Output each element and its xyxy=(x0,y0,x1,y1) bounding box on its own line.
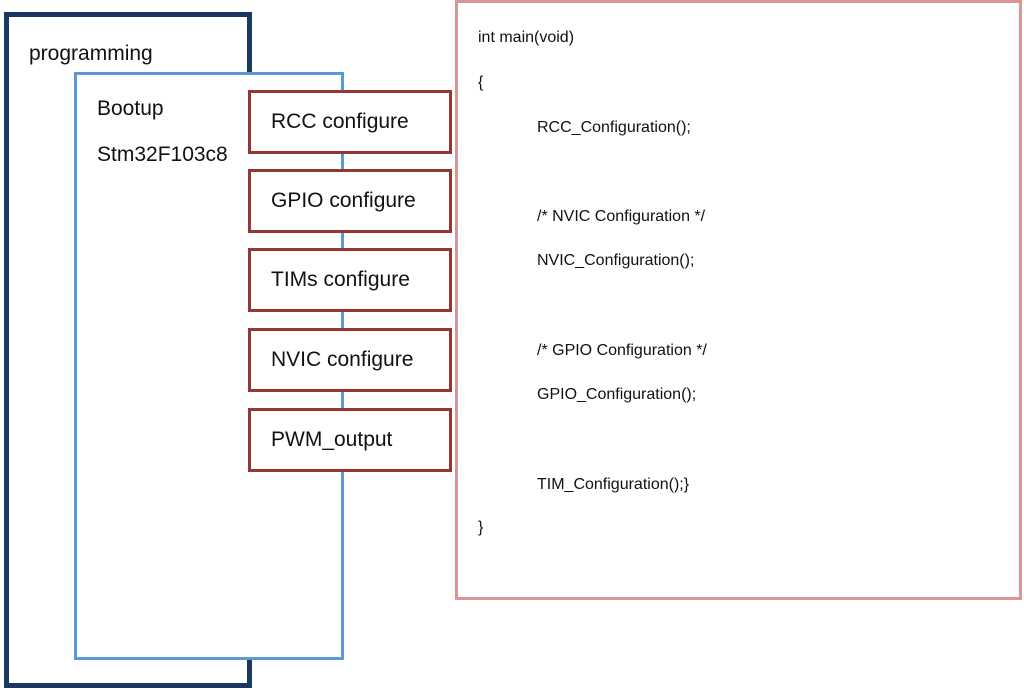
code-line-rcc: RCC_Configuration(); xyxy=(537,119,691,136)
code-line-gpio-comment: /* GPIO Configuration */ xyxy=(537,342,707,359)
code-line-nvic-comment: /* NVIC Configuration */ xyxy=(537,208,706,225)
step-rcc-configure: RCC configure xyxy=(248,90,452,154)
code-line-tim: TIM_Configuration();} xyxy=(537,476,690,493)
code-line-nvic: NVIC_Configuration(); xyxy=(537,252,695,269)
code-line-gpio: GPIO_Configuration(); xyxy=(537,386,697,403)
code-box: int main(void) { RCC_Configuration(); /*… xyxy=(455,0,1022,600)
code-line-main: int main(void) xyxy=(478,29,575,46)
step-pwm-output: PWM_output xyxy=(248,408,452,472)
step-tims-configure: TIMs configure xyxy=(248,248,452,312)
step-nvic-configure: NVIC configure xyxy=(248,328,452,392)
chip-label: Stm32F103c8 xyxy=(97,143,228,166)
programming-label: programming xyxy=(29,42,153,65)
bootup-label: Bootup xyxy=(97,97,164,120)
step-gpio-configure: GPIO configure xyxy=(248,169,452,233)
code-line-open-brace: { xyxy=(478,74,484,91)
code-line-close-brace: } xyxy=(478,519,484,536)
